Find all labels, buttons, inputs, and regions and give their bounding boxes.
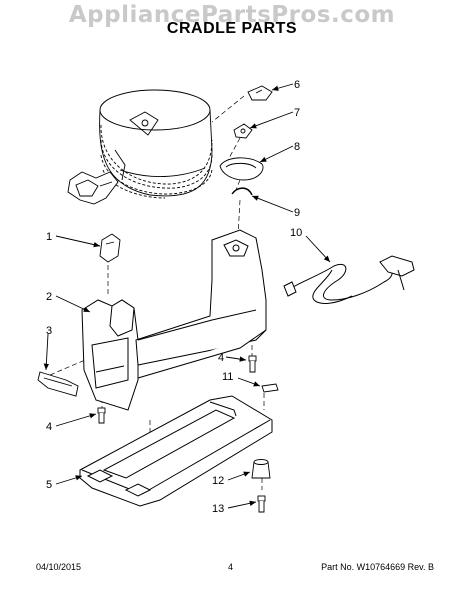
watermark: AppliancePartsPros.com [68, 2, 396, 28]
callout-3: 3 [46, 325, 52, 337]
screw-4-left [97, 407, 106, 424]
part-11-pin [261, 383, 279, 393]
cradle-frame [81, 229, 267, 411]
page-title: CRADLE PARTS [166, 20, 298, 37]
drum-bracket [67, 171, 119, 205]
footer-part-number: Part No. W10764669 Rev. B [321, 562, 434, 572]
callout-8: 8 [294, 141, 300, 153]
callout-7: 7 [294, 107, 300, 119]
part-10-cord [283, 255, 415, 304]
callout-5: 5 [46, 479, 52, 491]
part-12-foot [251, 459, 271, 479]
callout-4-right: 4 [218, 352, 224, 364]
callout-4-left: 4 [46, 421, 52, 433]
callout-6: 6 [294, 79, 300, 91]
footer-page-number: 4 [228, 562, 234, 572]
callout-13: 13 [212, 503, 224, 515]
part-3-pad [37, 371, 79, 397]
callout-11: 11 [222, 371, 233, 383]
part-13-screw [257, 495, 266, 513]
callout-12: 12 [212, 475, 224, 487]
callout-9: 9 [294, 207, 300, 219]
part-1-clip [99, 233, 121, 263]
callout-1: 1 [46, 231, 52, 243]
footer-date: 04/10/2015 [36, 562, 82, 572]
screw-4-right [248, 355, 257, 373]
leader-lines [43, 83, 331, 509]
drum-parts [219, 85, 273, 196]
callout-2: 2 [46, 291, 52, 303]
callout-10: 10 [290, 227, 302, 239]
base-plate [79, 395, 273, 507]
